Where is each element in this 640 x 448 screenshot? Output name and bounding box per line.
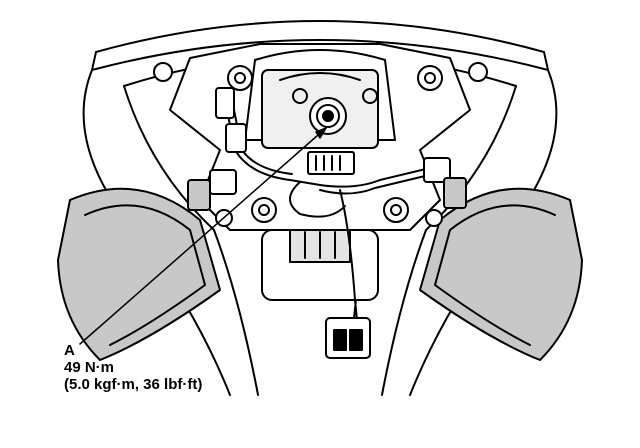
airbag-connector <box>307 151 355 175</box>
horn-connector-left <box>187 87 247 211</box>
bottom-connector <box>325 299 371 359</box>
torque-callout: A 49 N·m (5.0 kgf·m, 36 lbf·ft) <box>64 342 202 393</box>
torque-value-alt: (5.0 kgf·m, 36 lbf·ft) <box>64 376 203 393</box>
left-grip <box>57 187 221 361</box>
steering-wheel-bolt <box>309 97 347 135</box>
torque-value-metric: 49 N·m <box>64 359 115 376</box>
lower-column <box>213 227 427 396</box>
callout-leader-line <box>79 127 327 345</box>
switch-connector-right <box>423 157 467 209</box>
right-grip <box>419 187 583 361</box>
callout-letter: A <box>64 342 75 359</box>
